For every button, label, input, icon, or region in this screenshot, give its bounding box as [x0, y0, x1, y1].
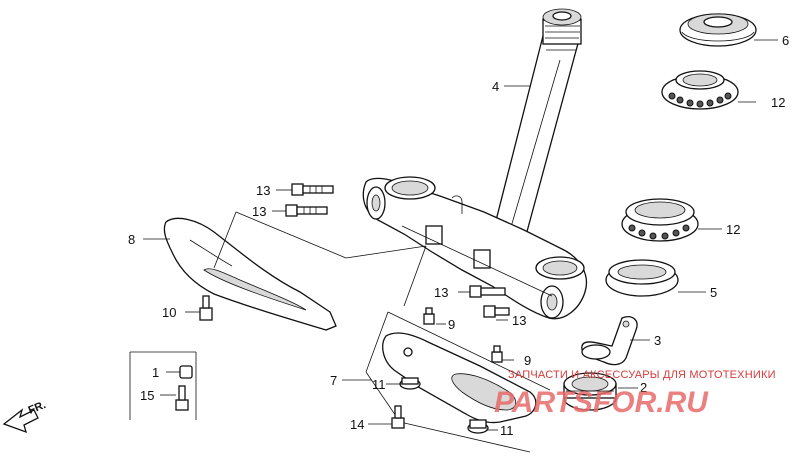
label-3: 3: [654, 333, 661, 348]
bearing-upper: [661, 70, 739, 110]
label-2: 2: [640, 380, 647, 395]
bolt-13-lower: [483, 305, 510, 318]
collar-11-lower: [467, 419, 489, 434]
dust-seal-top: [679, 13, 757, 47]
label-13-second: 13: [252, 204, 266, 219]
label-13-middle: 13: [434, 285, 448, 300]
cable-guide: [581, 316, 638, 366]
label-7: 7: [330, 373, 337, 388]
arrow-left-icon: [2, 408, 39, 434]
label-10: 10: [162, 305, 176, 320]
label-12-lower: 12: [726, 222, 740, 237]
label-8: 8: [128, 232, 135, 247]
front-direction-label: FR.: [27, 399, 48, 417]
assembly-lines: [129, 211, 551, 453]
leader-lines: [143, 39, 778, 431]
label-13-lower: 13: [512, 313, 526, 328]
label-15: 15: [140, 388, 154, 403]
label-9-upper: 9: [448, 317, 455, 332]
watermark-brand: PARTSFOR.RU: [494, 386, 709, 419]
label-11-upper: 11: [372, 377, 386, 392]
label-5: 5: [710, 285, 717, 300]
label-14: 14: [350, 417, 364, 432]
bolt-14: [391, 405, 405, 429]
part-labels: 4 6 12 12 5 3 2 8 10 7 11 11 14 9 9 13 1…: [128, 33, 789, 438]
watermark: ЗАПЧАСТИ И АКСЕССУАРЫ ДЛЯ МОТОТЕХНИКИ PA…: [494, 369, 776, 419]
bottom-bridge: [362, 176, 587, 320]
bolt-13-upper: [291, 183, 334, 196]
dust-seal: [605, 259, 679, 297]
label-13-upper: 13: [256, 183, 270, 198]
bolt-10: [199, 295, 213, 321]
bolt-9-lower: [491, 345, 503, 363]
bolt-9-upper: [423, 307, 435, 325]
bolt-13-middle: [469, 285, 506, 298]
collar-1: [179, 365, 193, 379]
under-plate: [382, 332, 537, 424]
label-1: 1: [152, 365, 159, 380]
bolt-15: [175, 385, 189, 411]
fork-guard: [163, 217, 337, 331]
steering-stem-shaft: [489, 8, 582, 251]
rubber-joint: [563, 372, 617, 411]
label-4: 4: [492, 79, 499, 94]
front-direction-indicator: FR.: [2, 399, 48, 434]
label-9-lower: 9: [524, 353, 531, 368]
label-6: 6: [782, 33, 789, 48]
label-11-lower: 11: [500, 423, 514, 438]
label-12-upper: 12: [771, 95, 785, 110]
collar-11-upper: [399, 377, 421, 390]
bearing-lower: [621, 198, 699, 242]
bolt-13-second: [285, 204, 328, 217]
watermark-caption: ЗАПЧАСТИ И АКСЕССУАРЫ ДЛЯ МОТОТЕХНИКИ: [508, 369, 776, 381]
